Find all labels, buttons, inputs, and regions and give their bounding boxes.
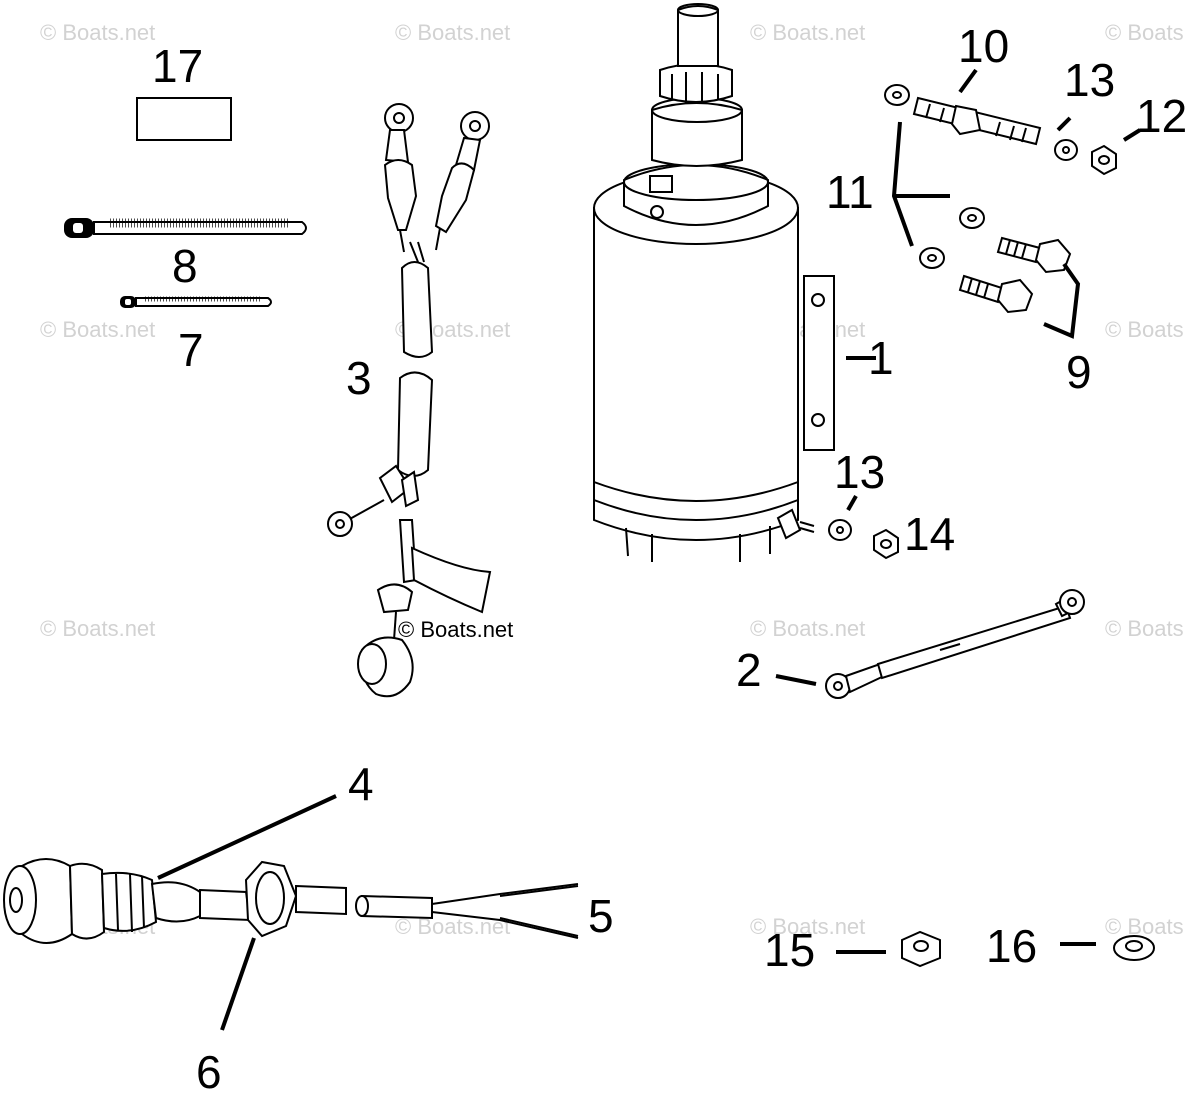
callout-13a: 13 <box>1064 54 1115 106</box>
watermark: © Boats.net <box>750 616 865 641</box>
hardware-lower-right <box>828 519 899 560</box>
callouts: 17 8 7 3 1 2 4 5 6 10 13 12 11 9 13 14 1… <box>152 20 1187 1098</box>
callout-15: 15 <box>764 924 815 976</box>
leader-10 <box>958 68 978 94</box>
callout-9: 9 <box>1066 346 1092 398</box>
watermark: © Boats.net <box>40 317 155 342</box>
watermark: © Boats <box>1105 20 1184 45</box>
callout-11: 11 <box>826 166 874 218</box>
part-5-harness-wires <box>355 883 579 939</box>
watermark: © Boats <box>1105 317 1184 342</box>
callout-17: 17 <box>152 40 203 92</box>
part-2-ground-cable <box>825 589 1085 699</box>
watermark: © Boats.net <box>750 20 865 45</box>
part-17-label <box>136 97 232 141</box>
watermark: © Boats <box>1105 616 1184 641</box>
part-7-cable-tie <box>120 296 272 308</box>
part-15-hex-nut <box>901 930 941 968</box>
leader-2 <box>775 674 817 686</box>
callout-8: 8 <box>172 240 198 292</box>
leader-6 <box>220 937 256 1031</box>
part-6-hex-nut <box>244 860 347 938</box>
watermarks: © Boats.net © Boats.net © Boats.net © Bo… <box>40 20 1184 939</box>
watermark: © Boats.net <box>40 616 155 641</box>
leader-13a <box>1056 116 1072 132</box>
part-8-cable-tie <box>64 218 307 238</box>
leader-9 <box>1043 262 1081 339</box>
watermark: © Boats.net <box>750 914 865 939</box>
callout-7: 7 <box>178 324 204 376</box>
callout-4: 4 <box>348 758 374 810</box>
watermark: © Boats <box>1105 914 1184 939</box>
callout-12: 12 <box>1136 90 1187 142</box>
callout-10: 10 <box>958 20 1009 72</box>
copyright-text: © Boats.net <box>398 617 513 642</box>
part-4-harness-connector <box>3 858 252 944</box>
callout-3: 3 <box>346 352 372 404</box>
callout-1: 1 <box>868 332 894 384</box>
watermark: © Boats.net <box>40 20 155 45</box>
callout-16: 16 <box>986 920 1037 972</box>
callout-6: 6 <box>196 1046 222 1098</box>
callout-14: 14 <box>904 508 955 560</box>
part-3-cable-assembly <box>327 103 492 698</box>
callout-5: 5 <box>588 890 614 942</box>
leader-12 <box>1122 128 1142 142</box>
callout-2: 2 <box>736 644 762 696</box>
leader-4 <box>157 794 337 880</box>
leader-lines <box>157 68 1142 1031</box>
part-1-starter-motor <box>593 3 835 562</box>
part-16-lock-washer <box>1113 935 1155 961</box>
hardware-upper-right <box>884 84 1117 314</box>
leader-13b <box>846 495 858 511</box>
leader-11 <box>891 121 950 247</box>
callout-13b: 13 <box>834 446 885 498</box>
watermark: © Boats.net <box>395 20 510 45</box>
